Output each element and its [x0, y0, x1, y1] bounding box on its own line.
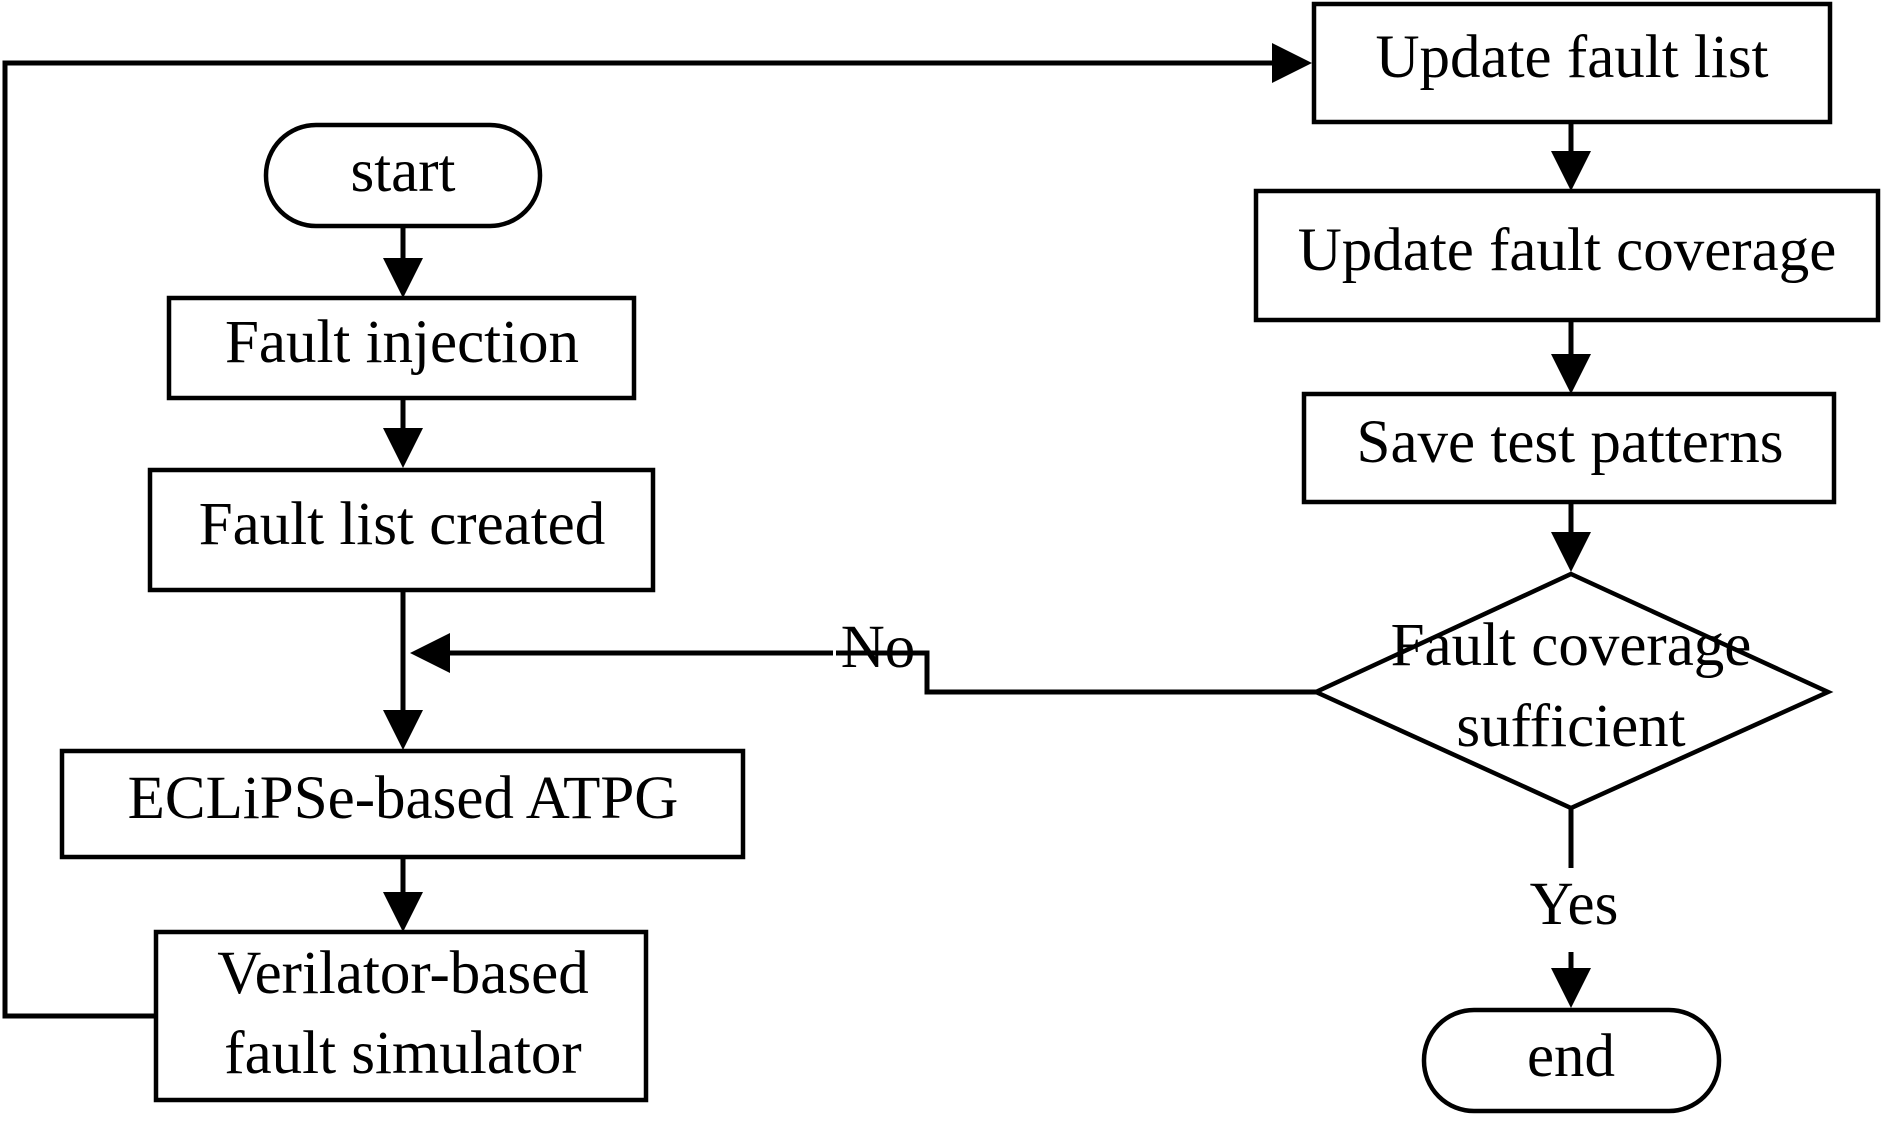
arrowhead-to-end — [1551, 968, 1591, 1008]
save-test-patterns-node: Save test patterns — [1301, 391, 1837, 505]
fault-injection-node: Fault injection — [166, 295, 637, 401]
decision-node: Fault coverage sufficient — [1310, 571, 1834, 811]
no-edge-label: No — [841, 614, 916, 681]
update-fault-list-label: Update fault list — [1375, 24, 1768, 91]
verilator-label-line1: Verilator-based — [217, 940, 588, 1007]
start-label: start — [350, 138, 455, 205]
verilator-label-line2: fault simulator — [224, 1020, 581, 1087]
arrowhead-to-fault-list — [383, 428, 423, 468]
arrowhead-no-branch — [410, 633, 450, 673]
arrowhead-to-decision — [1551, 532, 1591, 572]
arrowhead-to-verilator — [383, 892, 423, 932]
update-fault-list-node: Update fault list — [1311, 1, 1833, 125]
fault-injection-label: Fault injection — [225, 309, 579, 376]
save-test-patterns-label: Save test patterns — [1357, 409, 1784, 476]
arrowhead-to-update-fault-list — [1272, 43, 1312, 83]
verilator-fault-simulator-node: Verilator-based fault simulator — [153, 929, 649, 1103]
fault-list-created-node: Fault list created — [147, 467, 656, 593]
edge-verilator-to-update-fault-list — [2, 60, 1278, 1019]
start-node: start — [263, 122, 543, 229]
eclipse-atpg-label: ECLiPSe-based ATPG — [128, 765, 679, 832]
update-fault-coverage-node: Update fault coverage — [1253, 188, 1881, 323]
arrowhead-to-atpg — [383, 710, 423, 750]
yes-edge-label: Yes — [1530, 871, 1619, 938]
fault-list-created-label: Fault list created — [199, 491, 606, 558]
edge-decision-no — [836, 650, 1316, 695]
eclipse-atpg-node: ECLiPSe-based ATPG — [59, 748, 746, 860]
end-label: end — [1527, 1023, 1615, 1090]
decision-label-line2: sufficient — [1456, 693, 1685, 760]
arrowhead-to-update-coverage — [1551, 151, 1591, 191]
end-node: end — [1421, 1007, 1722, 1114]
update-fault-coverage-label: Update fault coverage — [1298, 217, 1837, 284]
decision-label-line1: Fault coverage — [1391, 612, 1752, 679]
arrowhead-to-save-patterns — [1551, 354, 1591, 394]
arrowhead-to-fault-injection — [383, 258, 423, 298]
